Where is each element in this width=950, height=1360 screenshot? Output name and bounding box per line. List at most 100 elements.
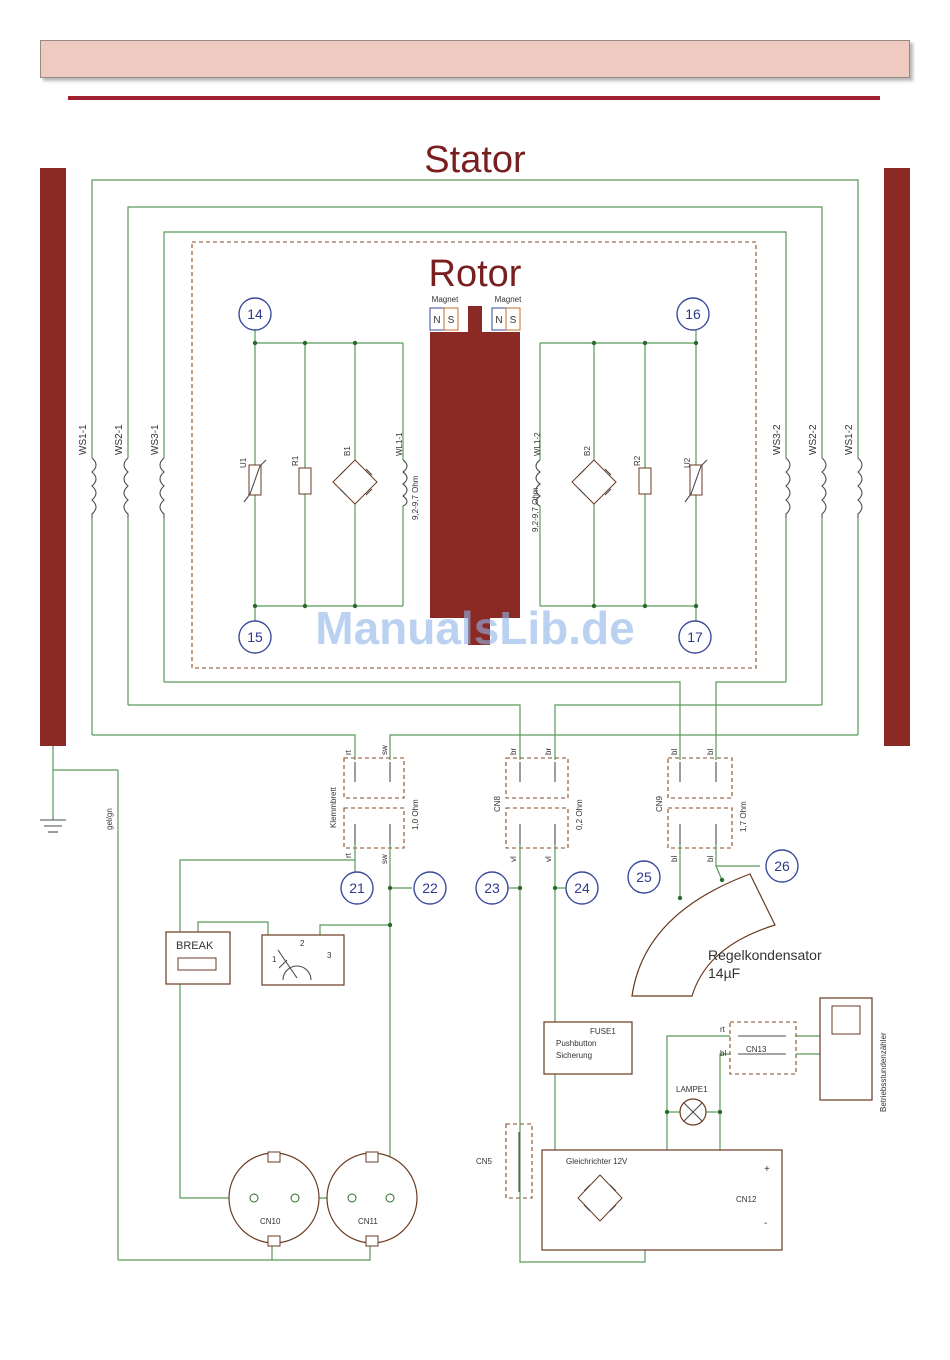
- wire-rt-3: rt: [720, 1025, 726, 1034]
- label-u1: U1: [239, 457, 248, 468]
- magnet-left-s: S: [448, 315, 455, 326]
- wire-rt-2: rt: [344, 852, 353, 858]
- node-25: 25: [627, 860, 661, 894]
- node-16-label: 16: [685, 306, 701, 322]
- capacitor-name: Regelkondensator: [708, 947, 822, 963]
- fuse-id: FUSE1: [590, 1027, 616, 1036]
- label-wl1-2: WL1-2: [533, 432, 542, 456]
- label-cn5: CN5: [476, 1157, 493, 1166]
- node-15: 15: [238, 620, 272, 654]
- fuse-box: [543, 1021, 633, 1075]
- label-wl1-1: WL1-1: [395, 432, 404, 456]
- coil-ws3-2: [778, 457, 794, 518]
- lamp-label: LAMPE1: [676, 1085, 708, 1094]
- hour-meter-label: Betriebsstundenzähler: [879, 1032, 888, 1112]
- rotor-title: Rotor: [429, 253, 522, 295]
- node-22-label: 22: [422, 880, 438, 896]
- hour-meter-display: [831, 1005, 861, 1035]
- regelkondensator-symbol: [631, 873, 776, 997]
- node-24-label: 24: [574, 880, 590, 896]
- label-wl1-1-ohm: 9,2-9,7 Ohm: [411, 475, 420, 520]
- wire-bl-2: bl: [706, 749, 715, 755]
- break-label: BREAK: [176, 940, 214, 952]
- wire-bl-3: bl: [670, 856, 679, 862]
- label-cn13: CN13: [746, 1045, 767, 1054]
- switch-pos-1: 1: [272, 955, 277, 964]
- node-21: 21: [340, 871, 374, 905]
- label-ws3-1: WS3-1: [150, 424, 161, 455]
- fuse-line2: Sicherung: [556, 1051, 592, 1060]
- capacitor-value: 14µF: [708, 965, 740, 981]
- label-r2: R2: [633, 455, 642, 466]
- label-cn9: CN9: [655, 795, 664, 812]
- header-rule: [68, 96, 880, 100]
- wire-bl-5: bl: [720, 1049, 726, 1058]
- connector-cn5: [505, 1123, 533, 1199]
- node-15-label: 15: [247, 629, 263, 645]
- label-cn10: CN10: [260, 1217, 281, 1226]
- label-ws2-1: WS2-1: [114, 424, 125, 455]
- node-24: 24: [565, 871, 599, 905]
- node-22: 22: [413, 871, 447, 905]
- label-cn8: CN8: [493, 795, 502, 812]
- magnet-left: Magnet N S: [429, 295, 459, 331]
- wire-vl-2: vl: [544, 856, 553, 862]
- lamp-symbol: [679, 1098, 707, 1126]
- node-26: 26: [765, 849, 799, 883]
- socket-cn11: [326, 1151, 418, 1247]
- rotor-circuit-left: [243, 330, 411, 622]
- rotor-boundary: [191, 241, 757, 669]
- coil-ws1-1: [84, 457, 100, 518]
- fuse-line1: Pushbutton: [556, 1039, 596, 1048]
- node-21-label: 21: [349, 880, 365, 896]
- rotor-circuit-right: [532, 330, 708, 622]
- rectifier-bridge: [577, 1174, 623, 1222]
- label-ws1-1: WS1-1: [78, 424, 89, 455]
- label-cn12: CN12: [736, 1195, 757, 1204]
- break-window: [177, 957, 217, 971]
- rotor-core-top: [468, 306, 482, 334]
- coil-ws3-1: [156, 457, 172, 518]
- node-17-label: 17: [687, 629, 703, 645]
- label-u2: U2: [683, 457, 692, 468]
- label-klemmbrett: Klemmbrett: [329, 786, 338, 828]
- wire-rt-1: rt: [344, 749, 353, 755]
- node-25-label: 25: [636, 869, 652, 885]
- header-band: [40, 40, 910, 78]
- node-23-label: 23: [484, 880, 500, 896]
- stator-bar-right: [884, 168, 910, 746]
- wire-label-gelgn: gel/gn: [105, 808, 114, 830]
- socket-cn10: [228, 1151, 320, 1247]
- rectifier-plus: +: [764, 1164, 770, 1175]
- magnet-left-n: N: [433, 315, 440, 326]
- wire-vl-1: vl: [509, 856, 518, 862]
- magnet-right-label: Magnet: [495, 295, 522, 304]
- node-14-label: 14: [247, 306, 263, 322]
- node-23: 23: [475, 871, 509, 905]
- connector-cn9: [667, 757, 733, 849]
- selector-switch: [261, 934, 345, 986]
- wire-br-1: br: [509, 748, 518, 755]
- connector-cn8: [505, 757, 569, 849]
- wire-bl-1: bl: [670, 749, 679, 755]
- rectifier-minus: -: [764, 1218, 767, 1229]
- switch-pos-2: 2: [300, 939, 305, 948]
- wire-sw-2: sw: [380, 854, 389, 864]
- node-16: 16: [676, 297, 710, 331]
- node-17: 17: [678, 620, 712, 654]
- coil-ws2-1: [120, 457, 136, 518]
- label-b1: B1: [343, 446, 352, 456]
- label-ws2-2: WS2-2: [808, 424, 819, 455]
- coil-ws1-2: [850, 457, 866, 518]
- stator-winding-wires: [91, 179, 859, 760]
- coil-ws2-2: [814, 457, 830, 518]
- connector-cn13: [729, 1021, 797, 1075]
- wire-sw-1: sw: [380, 745, 389, 755]
- wire-bl-4: bl: [706, 856, 715, 862]
- rectifier-label: Gleichrichter 12V: [566, 1157, 628, 1166]
- label-r1: R1: [291, 455, 300, 466]
- label-wl1-2-ohm: 9,2-9,7 Ohm: [531, 487, 540, 532]
- stator-title: Stator: [424, 139, 526, 181]
- ground-symbol: [40, 746, 272, 1261]
